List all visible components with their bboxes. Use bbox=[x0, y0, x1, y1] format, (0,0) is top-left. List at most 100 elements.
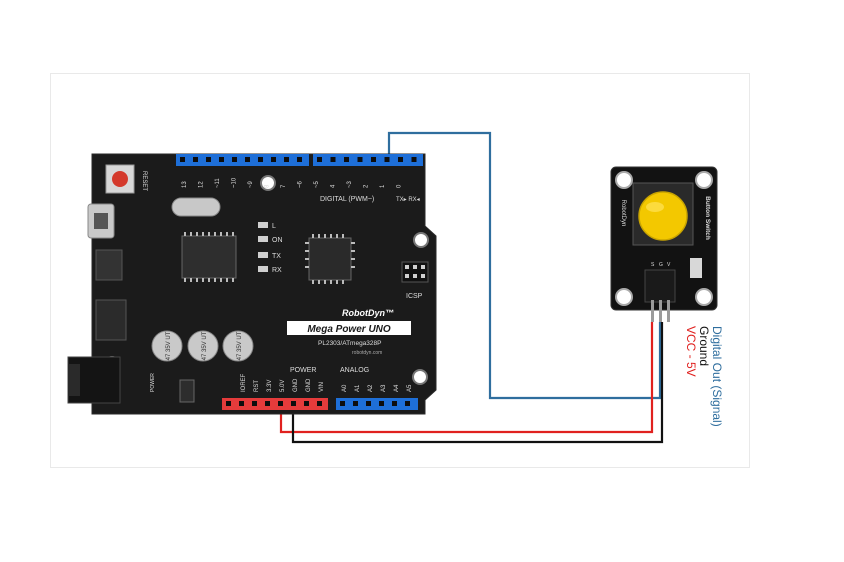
pin-hole bbox=[340, 401, 345, 406]
power-switch-label: POWER bbox=[150, 373, 156, 392]
legend-ground: Ground bbox=[697, 326, 711, 366]
usb-serial-chip bbox=[181, 235, 237, 279]
led-label-tx: TX bbox=[272, 253, 281, 260]
module-pins bbox=[651, 300, 670, 322]
pin-hole bbox=[258, 157, 263, 162]
mount-hole bbox=[413, 232, 429, 248]
pin-label: 3.3V bbox=[267, 380, 273, 392]
pin-hole bbox=[278, 401, 283, 406]
voltage-regulator bbox=[95, 249, 123, 281]
pin-label: VIN bbox=[319, 382, 325, 392]
pin-hole bbox=[353, 401, 358, 406]
capacitor-text: 47 35V UT bbox=[237, 331, 243, 360]
mcu-pins bbox=[305, 234, 355, 284]
legend-vcc: VCC - 5V bbox=[684, 326, 698, 377]
pin-hole bbox=[239, 401, 244, 406]
pin-label: ~3 bbox=[347, 180, 353, 188]
pin-hole bbox=[371, 157, 376, 162]
pin-hole bbox=[219, 157, 224, 162]
digital-label: DIGITAL (PWM~) bbox=[320, 196, 374, 203]
module-pin-g: G bbox=[659, 262, 663, 268]
power-pin-holes bbox=[226, 401, 322, 406]
pin-hole bbox=[405, 401, 410, 406]
model-text: Mega Power UNO bbox=[307, 324, 391, 335]
capacitor bbox=[222, 330, 254, 362]
pin-label: A2 bbox=[368, 384, 374, 392]
pin-label: A1 bbox=[355, 384, 361, 392]
module-pin-s: S bbox=[651, 262, 655, 268]
pin-label: 8 bbox=[265, 184, 271, 188]
status-leds: L ON TX RX bbox=[258, 222, 283, 274]
brand-text: RobotDyn™ bbox=[342, 308, 394, 318]
board-pcb bbox=[91, 153, 437, 415]
site-text: robotdyn.com bbox=[352, 350, 382, 356]
pin-hole bbox=[284, 157, 289, 162]
pin-hole bbox=[206, 157, 211, 162]
arduino-board: RESET L bbox=[67, 153, 437, 415]
pin-hole bbox=[392, 401, 397, 406]
power-switch bbox=[179, 379, 195, 403]
module-mount-hole bbox=[695, 288, 713, 306]
capacitor-text: 47 35V UT bbox=[202, 331, 208, 360]
icsp-label: ICSP bbox=[406, 293, 423, 300]
module-header bbox=[644, 269, 676, 303]
pin-hole bbox=[384, 157, 390, 162]
digital-header-right bbox=[313, 154, 423, 166]
wire-legend: Digital Out (Signal) Ground VCC - 5V bbox=[684, 326, 724, 427]
yellow-button bbox=[638, 191, 688, 241]
pin-label: A5 bbox=[407, 384, 413, 392]
pin-label: 1 bbox=[380, 184, 386, 188]
pin-hole bbox=[379, 401, 384, 406]
pin-label: A4 bbox=[394, 384, 400, 392]
pin-label: 4 bbox=[331, 184, 337, 188]
pin-hole bbox=[226, 401, 231, 406]
analog-pin-holes bbox=[340, 401, 410, 406]
pin-label: ~5 bbox=[314, 180, 320, 188]
module-resistor bbox=[690, 258, 702, 278]
led-rx bbox=[258, 266, 268, 272]
pin-hole bbox=[245, 157, 250, 162]
pin-hole bbox=[291, 401, 296, 406]
pin-label: GND bbox=[306, 378, 312, 392]
button-highlight bbox=[646, 202, 664, 212]
capacitor bbox=[151, 330, 183, 362]
led-label-on: ON bbox=[272, 237, 283, 244]
pin-label: 0 bbox=[397, 184, 403, 188]
pin-label: 2 bbox=[364, 184, 370, 188]
pin-label: 12 bbox=[199, 181, 205, 188]
dc-jack-face bbox=[68, 364, 80, 396]
module-mount-hole bbox=[695, 171, 713, 189]
power-label: POWER bbox=[290, 367, 316, 374]
pin-hole bbox=[265, 401, 270, 406]
model-plate bbox=[287, 321, 411, 335]
pin-label: GND bbox=[293, 378, 299, 392]
usb-port-inner bbox=[94, 213, 108, 229]
pin-hole bbox=[297, 157, 302, 162]
pin-hole bbox=[180, 157, 185, 162]
module-name: Button Switch bbox=[704, 196, 711, 240]
reset-button bbox=[112, 171, 128, 187]
led-on bbox=[258, 236, 268, 242]
module-brand: RobotDyn bbox=[620, 200, 626, 227]
legend-signal: Digital Out (Signal) bbox=[710, 326, 724, 427]
pin-hole bbox=[304, 401, 309, 406]
module-mount-hole bbox=[615, 171, 633, 189]
wires bbox=[279, 131, 664, 444]
pin-label: 5.0V bbox=[280, 380, 286, 392]
pin-hole bbox=[193, 157, 198, 162]
analog-label: ANALOG bbox=[340, 367, 369, 374]
microcontroller bbox=[308, 237, 352, 281]
pin-label: A0 bbox=[342, 384, 348, 392]
pin-hole bbox=[252, 401, 257, 406]
pin-label: ~6 bbox=[298, 180, 304, 188]
pin-label: ~11 bbox=[215, 178, 221, 188]
pin-hole bbox=[232, 157, 237, 162]
chip-text: PL2303/ATmega328P bbox=[318, 340, 381, 347]
pin-hole bbox=[411, 157, 417, 162]
pin-label: ~9 bbox=[248, 180, 254, 188]
chip-pins-top bbox=[184, 232, 234, 282]
capacitor-text: 47 35V UT bbox=[166, 331, 172, 360]
